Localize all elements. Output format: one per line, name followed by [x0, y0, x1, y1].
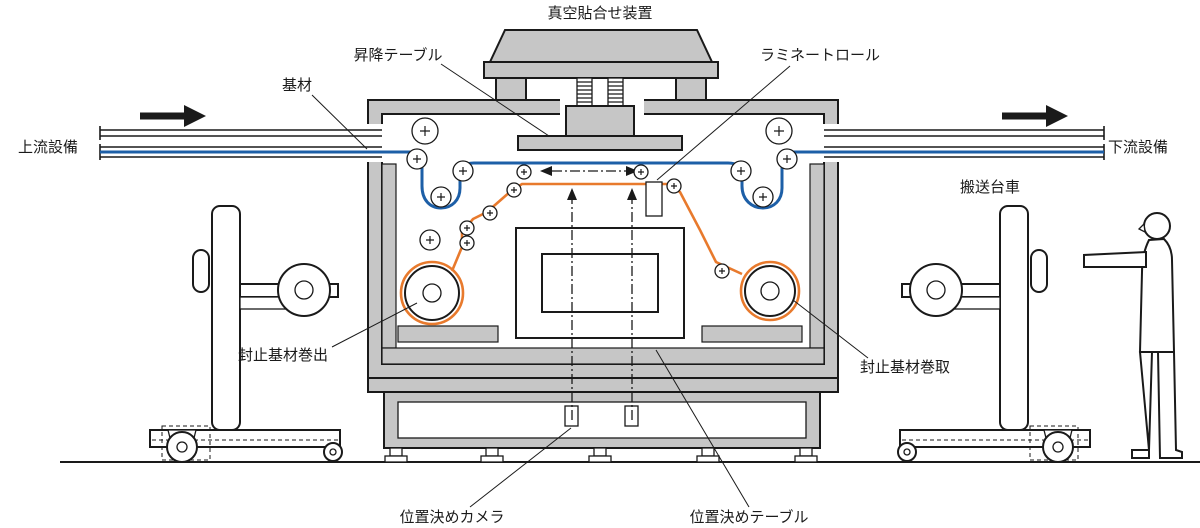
screw-shaft-right — [607, 77, 624, 109]
flow-arrow-right — [1002, 105, 1068, 127]
cart-handle — [192, 249, 210, 293]
roller-icon — [776, 148, 798, 170]
label-transport-cart: 搬送台車 — [960, 178, 1020, 196]
roller-icon — [430, 186, 452, 208]
motion-axes — [540, 166, 638, 420]
vacuum-press-unit — [483, 29, 719, 151]
labels: 真空貼合せ装置 昇降テーブル 基材 ラミネートロール 上流設備 下流設備 搬送台… — [18, 4, 1168, 526]
cart-wheel — [897, 442, 917, 462]
roller-icon — [506, 182, 522, 198]
label-seal-rewind: 封止基材巻取 — [860, 358, 950, 376]
caster-wheel — [166, 431, 198, 463]
cart-roll — [277, 263, 331, 317]
transport-cart-right — [897, 205, 1091, 463]
label-positioning-table: 位置決めテーブル — [689, 508, 808, 526]
roller-icon — [633, 164, 649, 180]
lift-table-plate — [517, 135, 683, 151]
roller-icon — [419, 229, 441, 251]
label-substrate: 基材 — [282, 76, 312, 94]
seal-unwind-roll — [404, 265, 460, 321]
roller-icon — [714, 263, 730, 279]
roller-icon — [459, 220, 475, 236]
roller-icon — [666, 178, 682, 194]
label-upstream: 上流設備 — [18, 138, 78, 156]
downstream-conveyor — [824, 126, 1105, 160]
caster-wheel — [1042, 431, 1074, 463]
label-downstream: 下流設備 — [1108, 138, 1168, 156]
roller-icon — [765, 117, 793, 145]
positioning-table — [515, 227, 685, 339]
transport-cart-left — [149, 205, 343, 463]
cart-roll — [909, 263, 963, 317]
extended-arm — [1083, 250, 1147, 268]
roller-icon — [411, 117, 439, 145]
roller-icon — [459, 235, 475, 251]
cart-wheel — [323, 442, 343, 462]
leader-lines — [311, 63, 869, 508]
machine-base — [367, 377, 839, 463]
flow-arrow-left — [140, 105, 206, 127]
label-vacuum-device: 真空貼合せ装置 — [547, 4, 652, 22]
label-positioning-camera: 位置決めカメラ — [399, 508, 504, 526]
machine-feet — [384, 447, 818, 463]
seal-rewind-roll — [744, 265, 796, 317]
label-lift-table: 昇降テーブル — [353, 46, 442, 64]
operator-figure — [1083, 212, 1183, 459]
roller-icon — [482, 205, 498, 221]
substrate-web — [100, 150, 1104, 210]
cart-handle — [1030, 249, 1048, 293]
roller-icon — [752, 186, 774, 208]
upstream-conveyor — [99, 126, 382, 160]
roller-icon — [516, 164, 532, 180]
screw-shaft-left — [576, 77, 593, 109]
label-laminate-roll: ラミネートロール — [760, 46, 880, 64]
label-seal-unwind: 封止基材巻出 — [238, 346, 328, 364]
roller-icon — [452, 160, 474, 182]
laminate-roll-unit — [645, 181, 663, 217]
roller-icon — [406, 148, 428, 170]
roller-icon — [730, 160, 752, 182]
